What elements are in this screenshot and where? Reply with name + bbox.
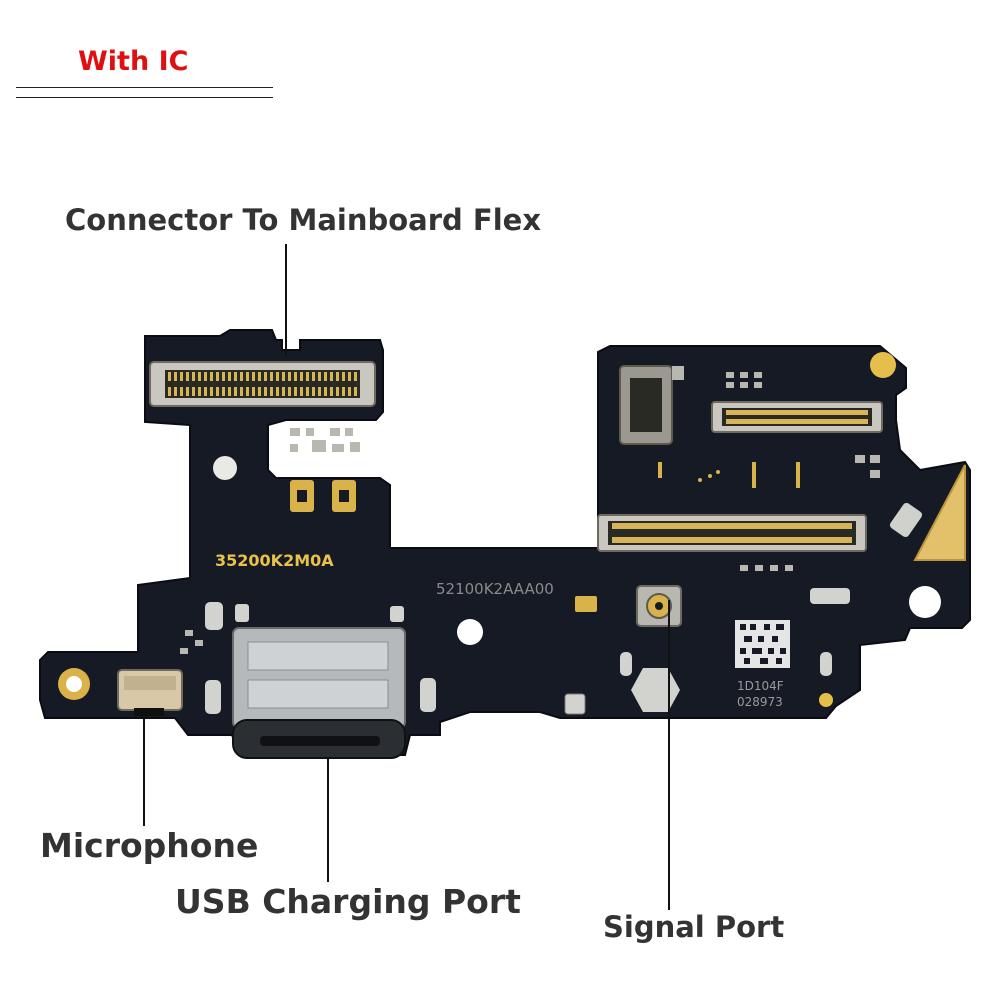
microphone-callout: Microphone (40, 826, 259, 865)
usb-port-callout: USB Charging Port (175, 882, 521, 921)
microphone-leader-line (143, 714, 145, 826)
pcb-part-number-center: 52100K2AAA00 (436, 580, 554, 598)
connector-callout: Connector To Mainboard Flex (65, 203, 542, 237)
signal-port-callout: Signal Port (603, 910, 785, 944)
signal-leader-line (668, 600, 670, 910)
usb-leader-line (327, 757, 329, 882)
pcb-code-line-1: 1D104F (737, 679, 784, 693)
header-rule-bottom (16, 97, 273, 98)
connector-leader-line (285, 244, 287, 356)
pcb-part-number-left: 35200K2M0A (215, 551, 334, 570)
pcb-code-line-2: 028973 (737, 695, 783, 709)
with-ic-badge: With IC (78, 46, 189, 77)
header-rule-top (16, 87, 273, 88)
